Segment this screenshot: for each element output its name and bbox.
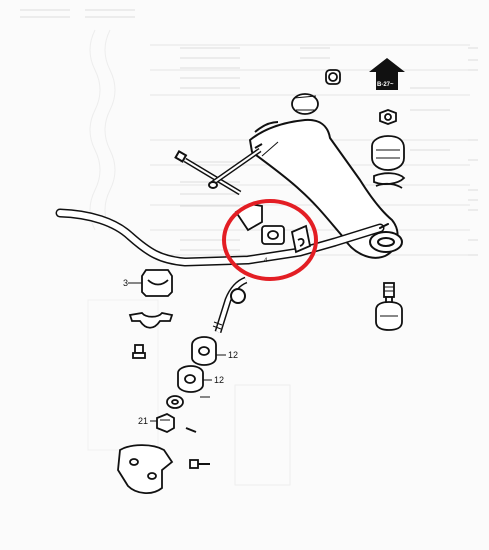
part-12-bushings <box>166 336 226 409</box>
highlight-circle <box>222 199 318 281</box>
stabilizer-bar <box>55 208 389 267</box>
callout-12a: 12 <box>228 350 238 360</box>
callout-4: 4 <box>264 258 268 264</box>
reference-arrow: B-27~ <box>369 58 405 90</box>
lower-control-arm <box>249 118 403 259</box>
callout-3: 3 <box>123 278 128 288</box>
link-bolt <box>174 143 263 196</box>
mounting-bracket <box>117 444 210 494</box>
ball-joint <box>375 282 403 331</box>
background-row-marks <box>20 9 478 256</box>
part-21-bracket <box>150 413 197 433</box>
callout-21: 21 <box>138 416 148 426</box>
part-3-bushing <box>128 269 174 329</box>
callout-12b: 12 <box>214 375 224 385</box>
link-rod <box>212 276 248 334</box>
upper-right-parts <box>291 69 406 189</box>
reference-arrow-label: B-27~ <box>377 82 394 88</box>
small-bolt <box>132 344 146 359</box>
